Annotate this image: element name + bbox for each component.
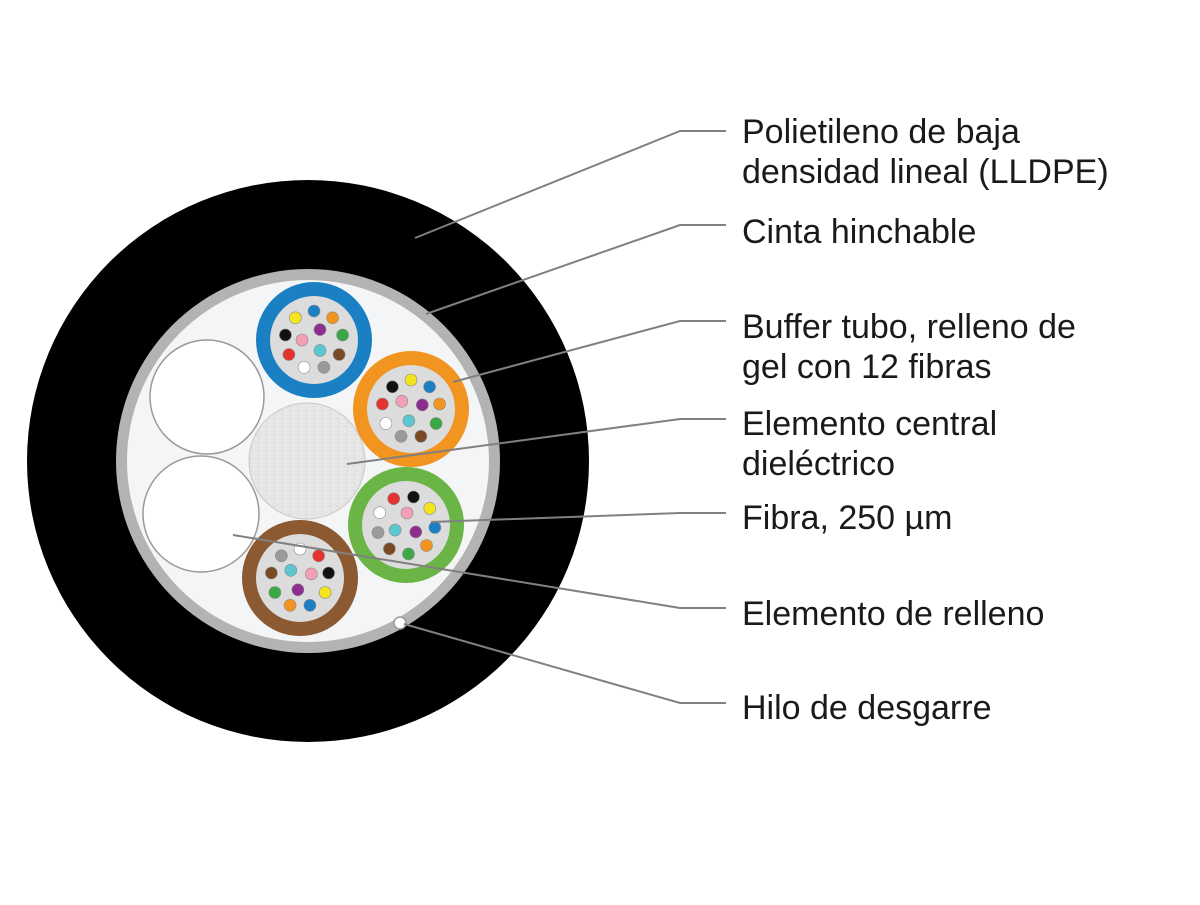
fiber xyxy=(297,360,311,374)
fiber xyxy=(386,380,399,394)
fiber xyxy=(414,429,428,443)
fiber xyxy=(275,549,288,563)
filler-element-bottom xyxy=(142,455,260,573)
label-cinta-hinchable: Cinta hinchable xyxy=(742,213,977,251)
fiber xyxy=(268,586,282,599)
fiber xyxy=(433,397,446,411)
fiber xyxy=(400,506,414,520)
fiber xyxy=(379,417,393,430)
fiber xyxy=(295,333,309,347)
fiber xyxy=(313,323,327,336)
label-lldpe: Polietileno de baja densidad lineal (LLD… xyxy=(742,113,1109,191)
fiber xyxy=(326,311,339,325)
filler-element-top xyxy=(149,339,265,455)
fiber xyxy=(388,523,402,537)
fiber xyxy=(415,398,429,412)
fiber xyxy=(409,525,423,539)
fiber xyxy=(420,539,433,552)
leader-line-lldpe xyxy=(414,130,726,239)
fiber xyxy=(282,348,296,361)
fiber xyxy=(429,417,443,430)
label-buffer-tubo: Buffer tubo, relleno de gel con 12 fibra… xyxy=(742,308,1076,386)
leader-line-relleno xyxy=(232,534,726,609)
fiber xyxy=(265,566,278,580)
label-fibra: Fibra, 250 µm xyxy=(742,499,953,537)
central-dielectric-element xyxy=(248,402,366,520)
leader-line-central xyxy=(346,418,726,465)
buffer-tube-brown xyxy=(242,520,358,636)
leader-line-buffer xyxy=(452,320,726,383)
fiber xyxy=(336,328,349,342)
fiber xyxy=(376,397,389,411)
label-hilo-desgarre: Hilo de desgarre xyxy=(742,689,992,727)
leader-line-hilo xyxy=(403,623,726,704)
buffer-tubes xyxy=(242,282,469,636)
fiber xyxy=(423,502,437,515)
buffer-tube-blue xyxy=(256,282,372,398)
fiber xyxy=(407,490,420,504)
fiber xyxy=(395,394,409,408)
fiber xyxy=(303,598,317,612)
fiber xyxy=(289,311,302,325)
fiber xyxy=(322,566,335,580)
fiber xyxy=(371,526,385,539)
fiber xyxy=(291,583,305,597)
leader-line-cinta xyxy=(425,224,726,315)
fiber xyxy=(383,542,396,556)
label-elemento-relleno: Elemento de relleno xyxy=(742,595,1045,633)
label-elemento-central: Elemento central dieléctrico xyxy=(742,405,998,483)
fiber xyxy=(284,563,298,577)
fiber xyxy=(304,567,318,581)
leader-lines xyxy=(232,130,726,704)
leader-line-fibra xyxy=(430,512,726,523)
fiber xyxy=(373,506,387,520)
fiber xyxy=(402,547,415,561)
fiber xyxy=(312,549,325,563)
fiber xyxy=(307,304,321,318)
fiber xyxy=(283,598,297,612)
fiber xyxy=(313,344,327,357)
fiber xyxy=(317,360,331,374)
fiber xyxy=(279,328,292,342)
fiber xyxy=(428,521,442,534)
fiber xyxy=(404,373,418,387)
fiber xyxy=(402,414,416,428)
buffer-tube-green xyxy=(348,467,464,583)
fiber xyxy=(423,380,436,394)
fiber xyxy=(394,429,408,443)
fiber xyxy=(387,492,401,506)
buffer-tube-orange xyxy=(353,351,469,467)
fiber xyxy=(332,348,346,361)
fiber xyxy=(318,586,332,599)
rip-cord xyxy=(393,616,407,630)
